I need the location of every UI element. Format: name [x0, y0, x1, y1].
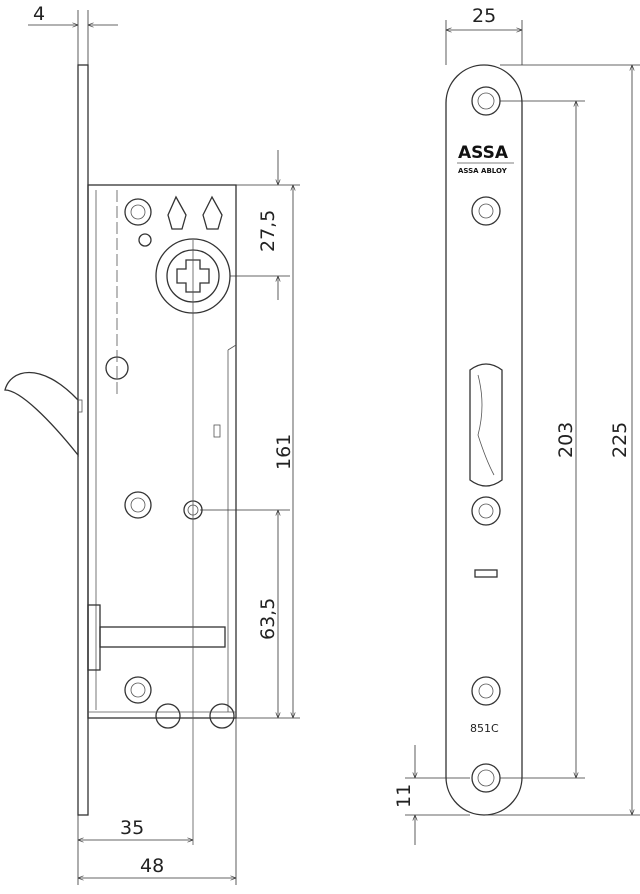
dim-case-depth: 48: [140, 855, 164, 877]
side-dimensions: 4 27,5 161 63,5 35 48: [28, 3, 300, 885]
front-view: ASSA ASSA ABLOY 851C: [445, 64, 523, 816]
lock-case: [87, 184, 237, 719]
screw-icon: [471, 496, 501, 526]
faceplate-side: [77, 64, 89, 816]
brand-sub-logo: ASSA ABLOY: [458, 167, 508, 175]
screw-icon: [124, 198, 152, 226]
dim-faceplate-thickness: 4: [33, 3, 45, 25]
brand-logo: ASSA: [458, 143, 509, 163]
screw-icon: [471, 676, 501, 706]
slot: [474, 569, 498, 578]
dim-backset: 35: [120, 817, 144, 839]
screw-icon: [471, 196, 501, 226]
screw-icon: [124, 676, 152, 704]
side-view: [4, 64, 237, 845]
dim-faceplate-width: 25: [472, 5, 496, 27]
hook-bolt: [4, 372, 79, 457]
pin: [138, 233, 152, 247]
model-number: 851C: [470, 722, 499, 735]
front-dimensions: 25 203 225 11: [393, 5, 640, 845]
dim-hole-spacing: 203: [555, 422, 577, 458]
dim-cylinder-to-bottom: 161: [273, 434, 295, 470]
dim-faceplate-length: 225: [609, 422, 631, 458]
hook-bolt-opening: [469, 363, 503, 487]
dim-hole-offset: 11: [393, 784, 415, 808]
cam-slot: [202, 195, 223, 230]
faceplate-front: [445, 64, 523, 816]
dim-top-to-cylinder: 27,5: [257, 210, 279, 252]
cam-slot: [167, 195, 187, 230]
dim-follower-to-bottom: 63,5: [257, 598, 279, 640]
screw-icon: [124, 491, 152, 519]
bolt-rod: [99, 626, 226, 648]
